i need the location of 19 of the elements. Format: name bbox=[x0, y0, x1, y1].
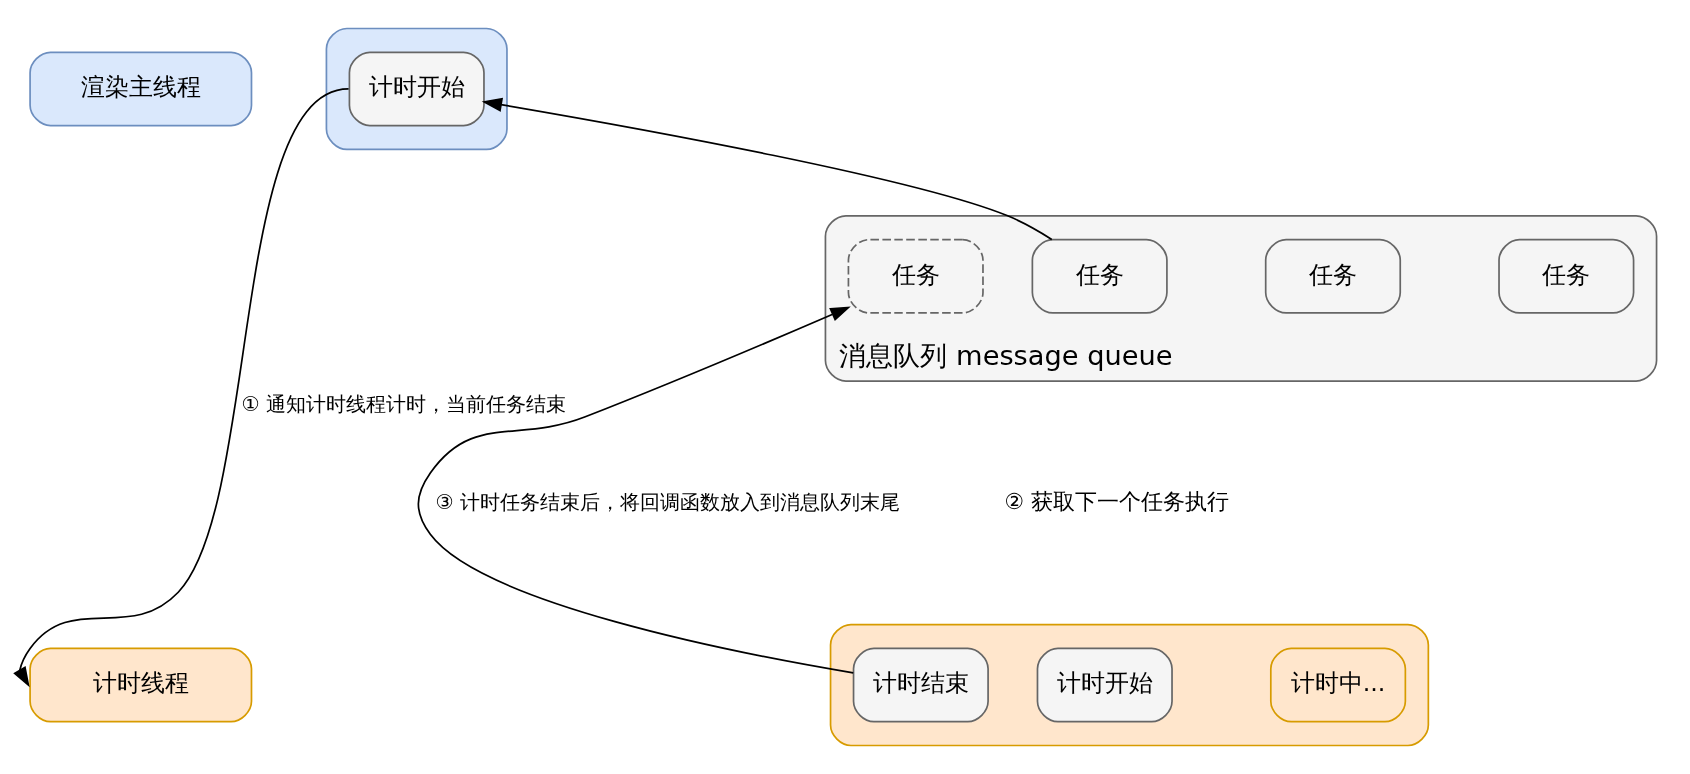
node-label: 消息队列 message queue bbox=[839, 340, 1173, 372]
edge-label: ① 通知计时线程计时，当前任务结束 bbox=[241, 392, 567, 417]
node-box: 计时线程 bbox=[29, 647, 253, 723]
node-box: 计时开始 bbox=[348, 51, 485, 127]
label: ② 获取下一个任务执行 bbox=[1004, 488, 1230, 515]
edge-label: ③ 计时任务结束后，将回调函数放入到消息队列末尾 bbox=[435, 489, 901, 514]
arrow bbox=[481, 97, 1053, 241]
arrow bbox=[13, 88, 350, 688]
node-box: 计时结束 bbox=[852, 647, 989, 723]
cluster bbox=[829, 623, 1430, 747]
node-box: 任务 bbox=[1498, 238, 1635, 314]
cluster bbox=[824, 215, 1658, 382]
node-box: 计时开始 bbox=[1036, 647, 1173, 723]
cluster bbox=[325, 27, 508, 151]
node-box: 渲染主线程 bbox=[29, 51, 253, 127]
node-box: 任务 bbox=[1031, 238, 1168, 314]
node-box: 计时中... bbox=[1269, 647, 1407, 723]
node-box: 任务 bbox=[847, 238, 984, 314]
node-box: 任务 bbox=[1264, 238, 1402, 314]
